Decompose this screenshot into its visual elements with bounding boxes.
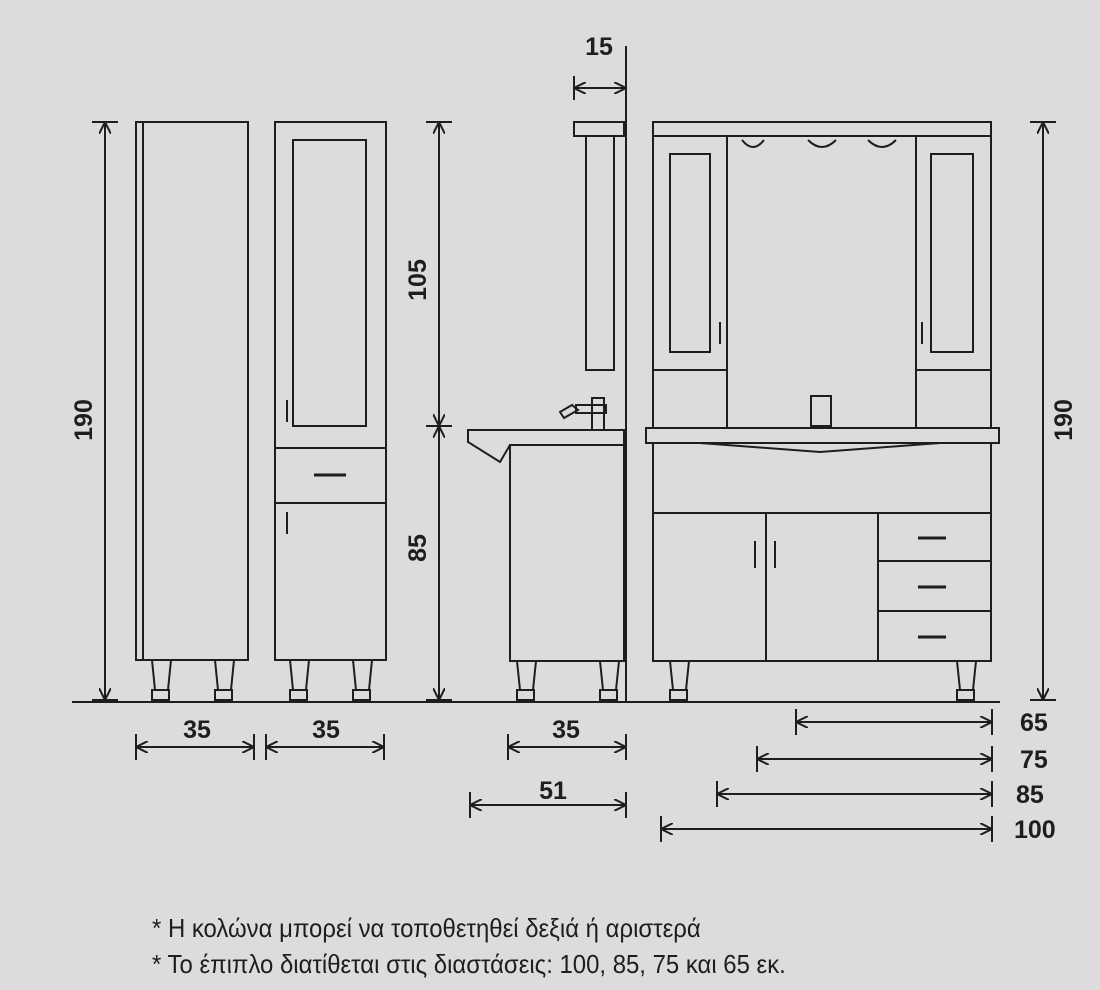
note-available-sizes: * Το έπιπλο διατίθεται στις διαστάσεις: … [152, 949, 786, 979]
label-right-height: 190 [1050, 399, 1078, 441]
label-lower: 85 [404, 534, 432, 562]
dim-line-lower [426, 427, 452, 701]
dim-line-width-75 [756, 746, 993, 772]
label-width-75: 75 [1020, 746, 1048, 774]
dim-line-width-65 [795, 709, 993, 735]
label-side-depth: 35 [552, 716, 580, 744]
glass-column [274, 121, 387, 701]
side-view-vanity [467, 121, 625, 701]
label-mirror-offset: 15 [585, 33, 613, 61]
side-tap [558, 403, 580, 420]
label-width-100: 100 [1014, 816, 1056, 844]
note-column-placement: * Η κολώνα μπορεί να τοποθετηθεί δεξιά ή… [152, 913, 701, 943]
dim-line-side-depth [507, 734, 627, 760]
label-width-85: 85 [1016, 781, 1044, 809]
dim-line-width-85 [716, 781, 993, 807]
dim-line-right-height [1030, 121, 1056, 701]
front-vanity [645, 121, 1000, 701]
label-width-65: 65 [1020, 709, 1048, 737]
label-side-top-depth: 51 [539, 777, 567, 805]
notes: * Η κολώνα μπορεί να τοποθετηθεί δεξιά ή… [152, 910, 786, 982]
label-upper: 105 [404, 259, 432, 301]
label-glass-width: 35 [312, 716, 340, 744]
dim-line-glass-width [265, 734, 385, 760]
label-left-height: 190 [70, 399, 98, 441]
dim-line-width-100 [660, 816, 993, 842]
dim-line-column-width [135, 734, 255, 760]
label-column-width: 35 [183, 716, 211, 744]
dim-line-left-height [92, 121, 118, 701]
dim-line-side-top-depth [469, 792, 627, 818]
plain-column [135, 121, 249, 701]
dim-line-mirror-offset [573, 76, 625, 100]
